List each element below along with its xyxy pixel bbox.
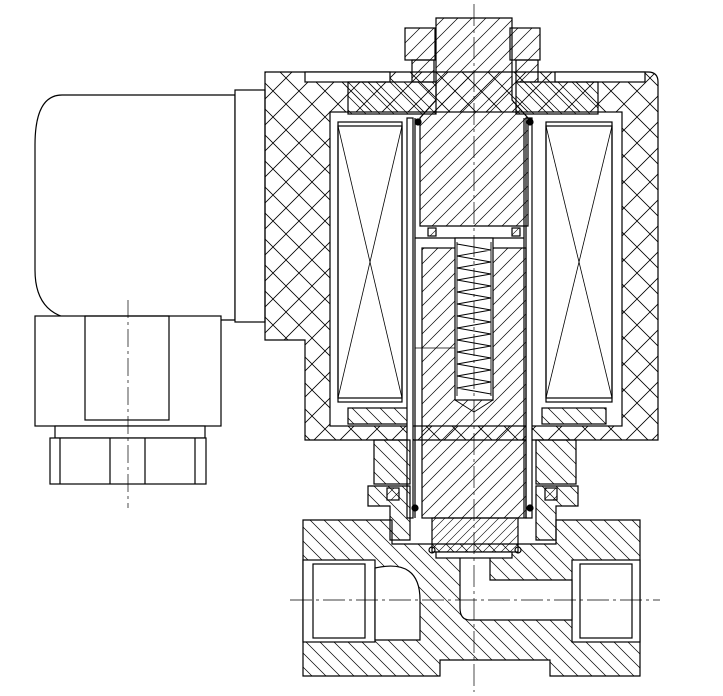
outlet-port — [571, 559, 641, 643]
cable-gland-ring — [54, 425, 206, 439]
bobbin-top-right — [515, 81, 599, 115]
connector-inner — [84, 315, 170, 421]
top-nut — [404, 27, 541, 83]
connector-flange — [234, 89, 266, 323]
connector-housing — [34, 94, 236, 321]
bobbin-bottom-left — [347, 407, 411, 425]
coil-left — [337, 121, 403, 403]
connector-plug — [34, 89, 266, 508]
coil-right — [545, 121, 613, 403]
core-ring-right — [511, 227, 521, 237]
valve-body — [302, 519, 641, 677]
bobbin-top-left — [347, 81, 437, 115]
o-rings — [386, 118, 558, 554]
center-lines — [290, 4, 660, 692]
bobbin-bottom-right — [541, 407, 607, 425]
core-ring-left — [427, 227, 437, 237]
inlet-port — [302, 559, 376, 643]
